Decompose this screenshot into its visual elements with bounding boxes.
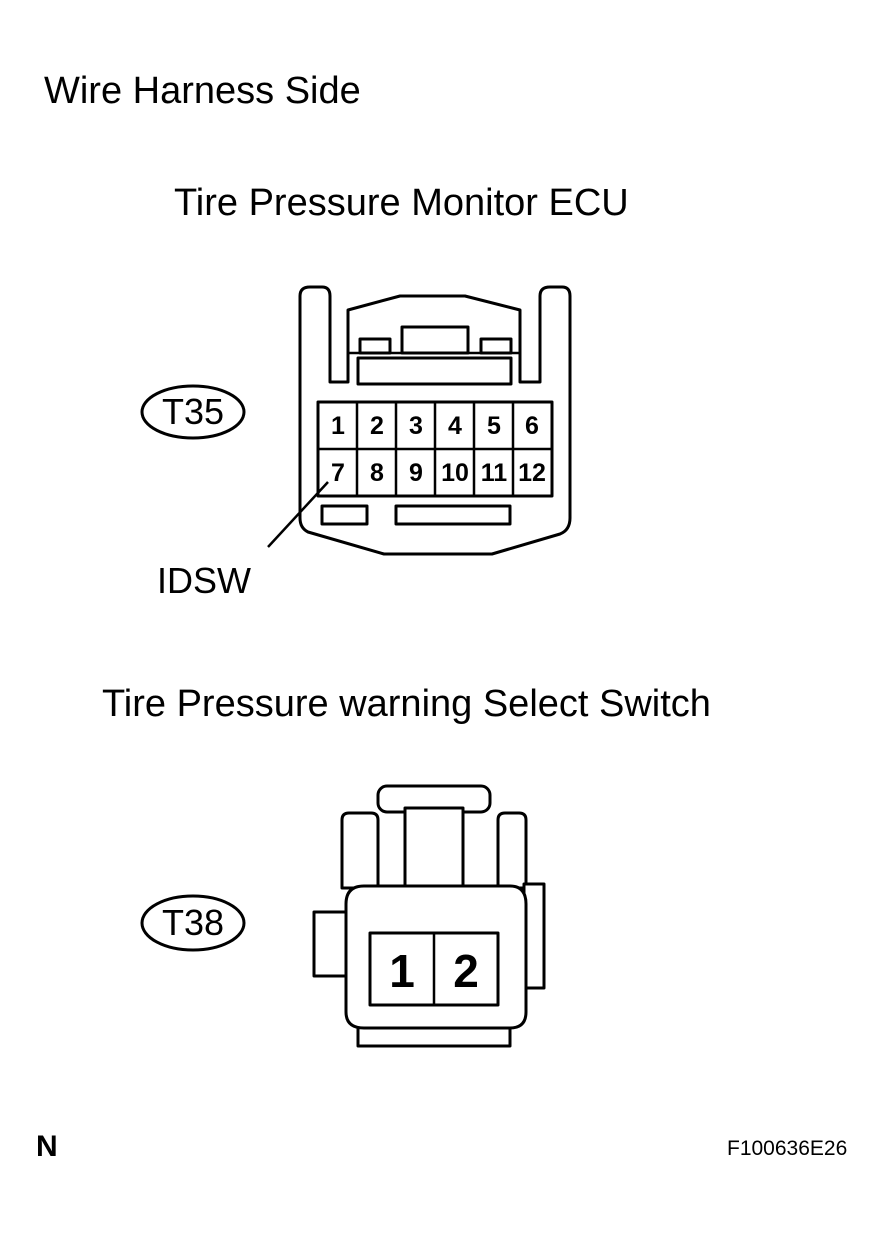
ecu-pin-label: 3 xyxy=(409,412,423,440)
switch-code-label: T38 xyxy=(162,902,224,943)
switch-code-badge xyxy=(140,894,246,952)
ecu-latch-right-tab xyxy=(479,337,513,355)
ecu-pin-label: 9 xyxy=(409,459,423,487)
ecu-guide-slot xyxy=(356,356,513,386)
ecu-pin-label: 4 xyxy=(448,412,462,440)
ecu-pin-label: 1 xyxy=(331,412,345,440)
ecu-bottom-key-right xyxy=(394,504,512,526)
ecu-code-badge xyxy=(140,384,246,440)
idsw-callout-label: IDSW xyxy=(157,560,251,601)
ecu-connector-title: Tire Pressure Monitor ECU xyxy=(174,182,629,224)
switch-lock-arm-left xyxy=(340,811,380,890)
ecu-latch xyxy=(400,325,470,355)
switch-lock-stem xyxy=(403,806,465,890)
diagram-header: Wire Harness Side xyxy=(44,70,361,112)
ecu-latch-left-tab xyxy=(358,337,392,355)
switch-pin-label: 2 xyxy=(453,945,479,997)
ecu-pin-label: 7 xyxy=(331,459,345,487)
ecu-pin-label: 6 xyxy=(525,412,539,440)
ecu-pin-label: 5 xyxy=(487,412,501,440)
switch-lock-arm-right xyxy=(496,811,528,890)
ecu-connector: T35 1 2 3 4 5 6 7 8 9 10 11 xyxy=(140,285,572,556)
ecu-pin-label: 10 xyxy=(441,459,469,487)
footer-letter: N xyxy=(36,1130,58,1163)
ecu-bottom-key-left xyxy=(320,504,369,526)
switch-connector: T38 1 2 xyxy=(140,784,546,1048)
switch-pin-label: 1 xyxy=(389,945,415,997)
idsw-leader-line xyxy=(267,481,329,548)
switch-connector-title: Tire Pressure warning Select Switch xyxy=(102,683,711,725)
switch-side-tab-left xyxy=(312,910,348,978)
ecu-pin-label: 8 xyxy=(370,459,384,487)
ecu-pin-label: 2 xyxy=(370,412,384,440)
ecu-code-label: T35 xyxy=(162,391,224,432)
ecu-pin-label: 11 xyxy=(481,459,508,487)
figure-code: F100636E26 xyxy=(727,1137,848,1160)
ecu-pin-label: 12 xyxy=(518,459,546,487)
